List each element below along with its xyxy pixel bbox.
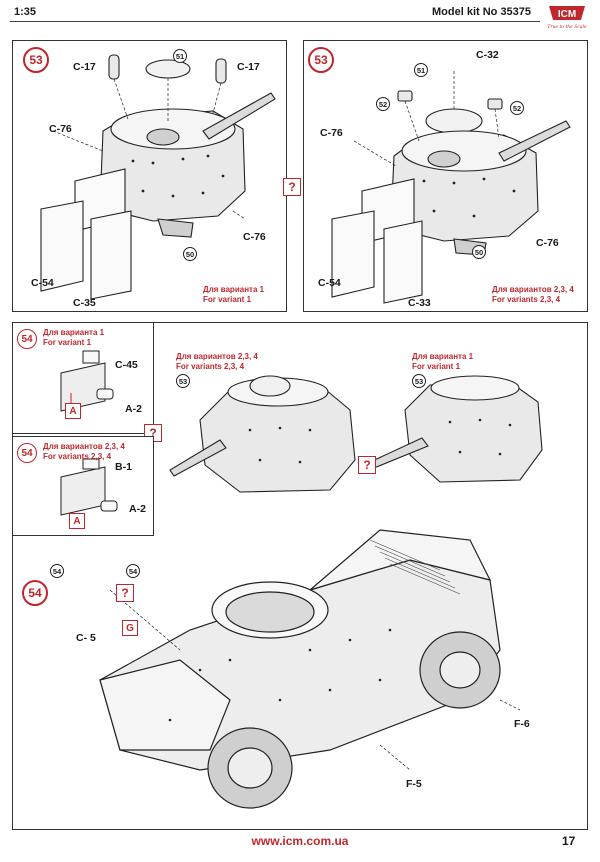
subassembly-52-left: 52 <box>376 97 390 111</box>
variant-note-ru: Для вариантов 2,3, 4 <box>492 285 574 294</box>
step-number-53: 53 <box>308 47 334 73</box>
step-number-54: 54 <box>17 329 37 349</box>
glue-symbol: ? <box>283 178 301 196</box>
variant-note-en: For variants 2,3, 4 <box>43 452 112 461</box>
kit-title: Model kit No 35375 <box>432 6 532 18</box>
variant-note-en: For variants 2,3, 4 <box>176 362 245 371</box>
turret-assembly-drawing <box>40 54 276 300</box>
variant-note: Для вариантов 2,3, 4 For variants 2,3, 4 <box>492 285 574 305</box>
part-label-c17-left: C-17 <box>73 61 96 73</box>
part-label-c76-right: C-76 <box>243 231 266 243</box>
icm-logo: ICM True to the Scale <box>545 2 589 32</box>
turret-assembly-drawing <box>331 71 571 304</box>
panel-step-53-variants-2-3-4: 53 C-32 51 52 52 C-76 C-76 50 C-54 C-33 … <box>303 40 588 312</box>
turret-left-variant-note: Для вариантов 2,3, 4 For variants 2,3, 4 <box>176 352 258 372</box>
part-label-c35: C-35 <box>73 297 96 309</box>
subassembly-50: 50 <box>183 247 197 261</box>
variant-note-ru: Для варианта 1 <box>43 328 105 337</box>
paint-tag-g: G <box>122 620 138 636</box>
subassembly-50: 50 <box>472 245 486 259</box>
part-label-c32: C-32 <box>476 49 499 61</box>
turret-views-drawing <box>169 375 543 493</box>
footer-url[interactable]: www.icm.com.ua <box>251 834 349 848</box>
part-label-c76-left: C-76 <box>320 127 343 139</box>
header-rule <box>10 21 540 22</box>
variant-note-ru: Для варианта 1 <box>412 352 474 361</box>
panel-step-54-variant-1: 54 Для варианта 1 For variant 1 C-45 A-2… <box>12 322 154 434</box>
variant-note-en: For variant 1 <box>43 338 92 347</box>
paint-tag-a: A <box>65 403 81 419</box>
scale-label: 1:35 <box>14 6 37 18</box>
subassembly-51: 51 <box>173 49 187 63</box>
paint-tag-a: A <box>69 513 85 529</box>
glue-symbol: ? <box>116 584 134 602</box>
part-label-a2: A-2 <box>125 403 142 415</box>
glue-symbol: ? <box>358 456 376 474</box>
panel-step-53-variant-1: 53 C-17 C-17 51 C-76 C-76 50 C-54 C-35 Д… <box>12 40 287 312</box>
variant-note-ru: Для варианта 1 <box>203 285 265 294</box>
subassembly-52-right: 52 <box>510 101 524 115</box>
step-number-54: 54 <box>22 580 48 606</box>
part-label-f5: F-5 <box>406 778 422 790</box>
variant-note-ru: Для вариантов 2,3, 4 <box>176 352 258 361</box>
variant-note-ru: Для вариантов 2,3, 4 <box>43 442 125 451</box>
step-number-54: 54 <box>17 443 37 463</box>
part-label-a2: A-2 <box>129 503 146 515</box>
part-label-c5: C- 5 <box>76 632 96 644</box>
mount-plate-drawing <box>60 458 118 516</box>
turret-right-variant-note: Для варианта 1 For variant 1 <box>412 352 473 372</box>
panel-step-54-variants-2-3-4: 54 Для вариантов 2,3, 4 For variants 2,3… <box>12 436 154 536</box>
variant-note-en: For variant 1 <box>412 362 461 371</box>
variant-note-en: For variant 1 <box>203 295 252 304</box>
part-label-c76-left: C-76 <box>49 123 72 135</box>
part-label-c33: C-33 <box>408 297 431 309</box>
part-label-c54: C-54 <box>31 277 54 289</box>
logo-tagline: True to the Scale <box>547 24 587 30</box>
part-label-c76-right: C-76 <box>536 237 559 249</box>
variant-note: Для вариантов 2,3, 4 For variants 2,3, 4 <box>43 442 125 462</box>
variant-note: Для варианта 1 For variant 1 <box>203 285 264 305</box>
subassembly-54-left: 54 <box>50 564 64 578</box>
turret-left-subassembly-53: 53 <box>176 374 190 388</box>
part-label-b1: B-1 <box>115 461 132 473</box>
part-label-c45: C-45 <box>115 359 138 371</box>
subassembly-54-right: 54 <box>126 564 140 578</box>
logo-text: ICM <box>558 9 576 20</box>
step-number-53: 53 <box>23 47 49 73</box>
part-label-c17-right: C-17 <box>237 61 260 73</box>
part-label-c54: C-54 <box>318 277 341 289</box>
part-label-f6: F-6 <box>514 718 530 730</box>
variant-note-en: For variants 2,3, 4 <box>492 295 561 304</box>
turret-right-subassembly-53: 53 <box>412 374 426 388</box>
armored-car-drawing <box>99 529 520 809</box>
page-number: 17 <box>562 834 576 848</box>
variant-note: Для варианта 1 For variant 1 <box>43 328 104 348</box>
subassembly-51: 51 <box>414 63 428 77</box>
